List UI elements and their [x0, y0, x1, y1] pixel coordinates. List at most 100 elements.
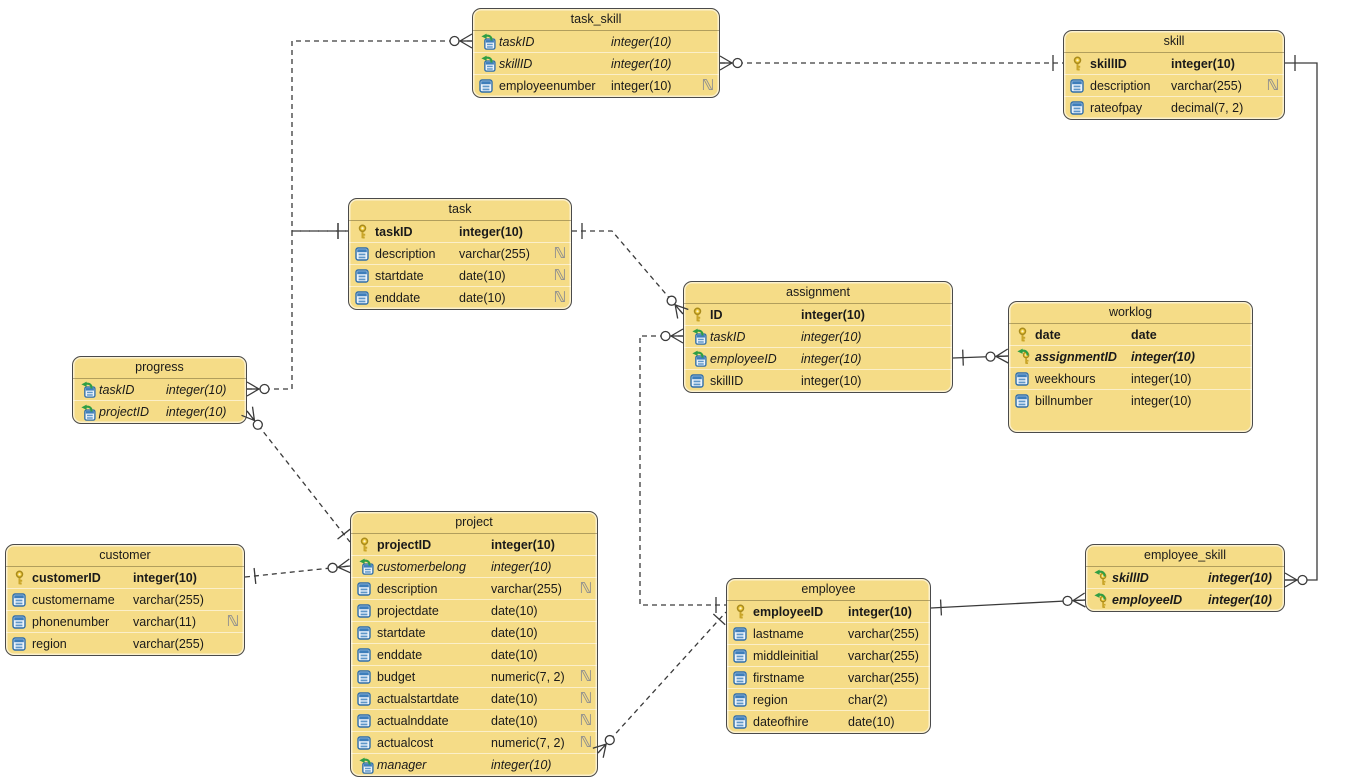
column-type: integer(10)	[801, 351, 862, 366]
table-title: employee	[727, 579, 930, 601]
column-name: projectdate	[377, 603, 439, 618]
column-name: customerID	[32, 570, 101, 585]
column-name: taskID	[499, 34, 535, 49]
column-name: actualstartdate	[377, 691, 459, 706]
table-title: skill	[1064, 31, 1284, 53]
column-icon	[733, 670, 753, 685]
column-type: date(10)	[848, 715, 895, 729]
primary-key-icon	[733, 604, 753, 620]
column-row-budget: budget numeric(7, 2) ℕ	[351, 666, 597, 688]
table-title: progress	[73, 357, 246, 379]
table-title: task_skill	[473, 9, 719, 31]
column-name: employeeID	[710, 351, 777, 366]
column-type: numeric(7, 2)	[491, 669, 565, 684]
primary-foreign-key-icon	[1092, 592, 1112, 609]
column-type: integer(10)	[491, 758, 552, 772]
column-type: integer(10)	[801, 307, 865, 322]
relationship-task_skill.skillID-skill.skillID	[719, 55, 1063, 71]
relationship-skill.skillID-employee_skill.skillID	[1284, 55, 1318, 588]
column-type: integer(10)	[611, 34, 672, 49]
column-name: budget	[377, 669, 416, 684]
foreign-key-icon	[479, 33, 499, 50]
column-name: employeeID	[1112, 593, 1183, 607]
column-name: enddate	[377, 647, 423, 662]
column-type: varchar(255)	[491, 581, 562, 596]
column-name: projectID	[377, 537, 432, 552]
column-type: integer(10)	[1171, 56, 1235, 71]
column-type: integer(10)	[133, 570, 197, 585]
column-name: employeeID	[753, 604, 824, 619]
column-name: skillID	[1112, 570, 1149, 585]
column-name: assignmentID	[1035, 349, 1117, 364]
column-type: varchar(255)	[1171, 78, 1242, 93]
column-type: varchar(255)	[459, 246, 530, 261]
column-icon	[357, 735, 377, 750]
column-type: date(10)	[491, 691, 538, 706]
column-type: integer(10)	[491, 537, 555, 552]
column-type: date(10)	[459, 291, 506, 305]
column-type: varchar(11)	[133, 614, 196, 629]
column-icon	[12, 592, 32, 607]
relationship-employee.employeeID-employee_skill.employeeID	[930, 592, 1086, 616]
relationship-project.manager-employee.employeeID	[592, 611, 727, 758]
column-name: phonenumber	[32, 614, 110, 629]
primary-key-icon	[690, 307, 710, 323]
column-type: varchar(255)	[848, 648, 919, 663]
column-name: employeenumber	[499, 79, 596, 93]
column-icon	[1070, 78, 1090, 93]
column-icon	[357, 625, 377, 640]
column-type: integer(10)	[801, 329, 862, 344]
column-name: skillID	[499, 56, 533, 71]
column-type: char(2)	[848, 692, 888, 707]
column-icon	[733, 648, 753, 663]
relationship-assignment.ID-worklog.assignmentID	[952, 348, 1009, 366]
column-name: skillID	[710, 374, 744, 388]
column-icon	[1070, 101, 1090, 115]
column-icon	[355, 246, 375, 261]
primary-foreign-key-icon	[1015, 348, 1035, 365]
primary-key-icon	[1015, 327, 1035, 343]
column-type: integer(10)	[1131, 371, 1192, 386]
nullable-badge: ℕ	[579, 666, 592, 685]
nullable-badge: ℕ	[701, 76, 714, 95]
column-name: date	[1035, 327, 1061, 342]
column-icon	[1015, 394, 1035, 408]
column-name: dateofhire	[753, 715, 809, 729]
column-type: integer(10)	[459, 224, 523, 239]
column-name: billnumber	[1035, 394, 1093, 408]
column-name: description	[375, 246, 436, 261]
column-type: date(10)	[491, 603, 538, 618]
column-type: integer(10)	[801, 374, 862, 388]
column-type: date(10)	[459, 268, 506, 283]
column-name: rateofpay	[1090, 101, 1143, 115]
column-name: projectID	[99, 405, 150, 419]
foreign-key-icon	[479, 55, 499, 72]
